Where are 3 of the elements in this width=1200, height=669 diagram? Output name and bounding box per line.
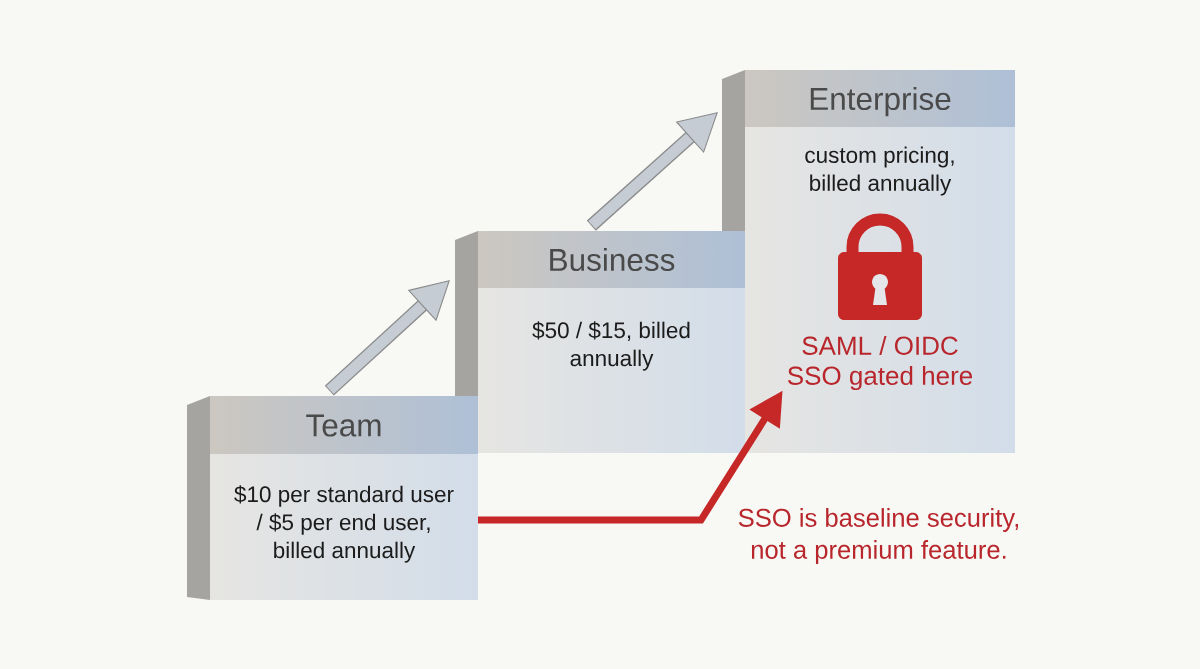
arrow <box>586 112 718 231</box>
annotation-text: SSO is baseline security, not a premium feature. <box>738 508 1018 564</box>
arrow <box>324 280 450 396</box>
